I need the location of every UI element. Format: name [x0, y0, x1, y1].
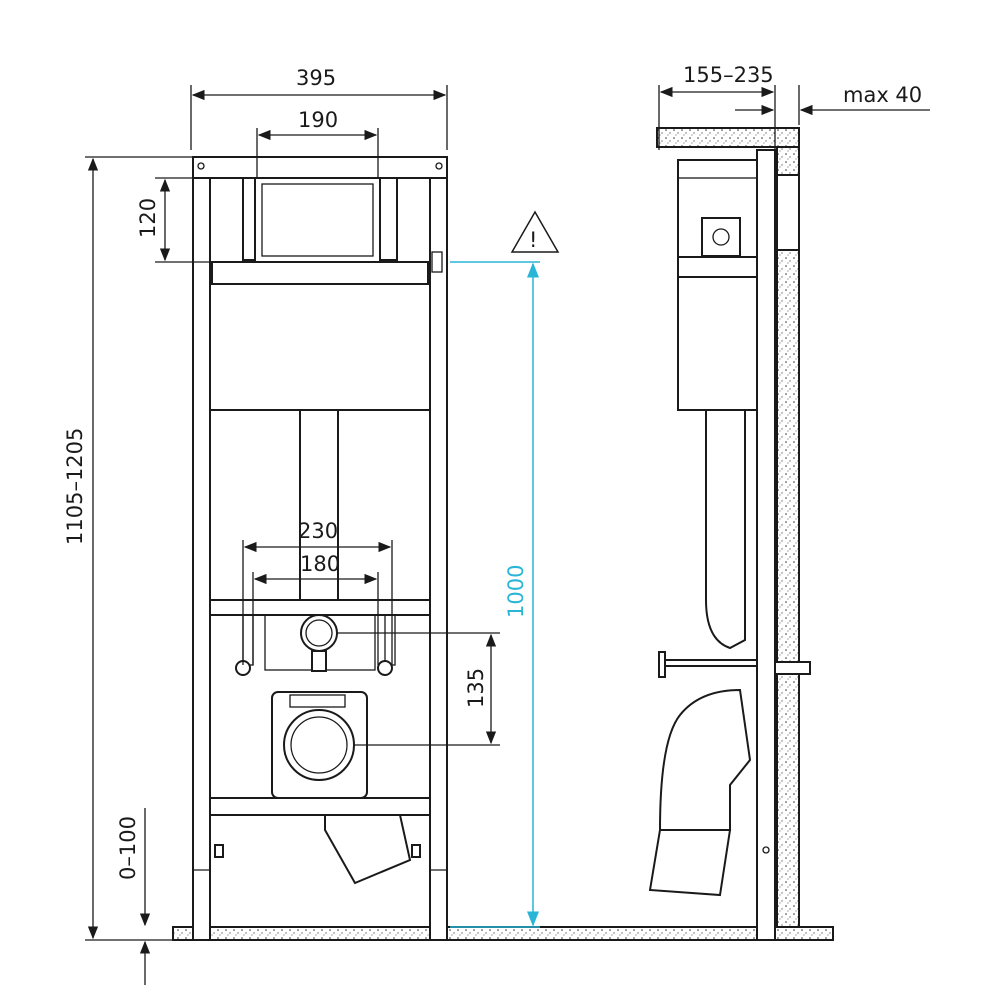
floor [172, 926, 834, 941]
warning-icon: ! [510, 210, 560, 253]
dim-395: 395 [296, 66, 336, 90]
drain-outlet [283, 709, 355, 781]
cistern-side [677, 159, 758, 411]
wall [656, 127, 800, 928]
dimension-lines [85, 85, 930, 985]
dim-135: 135 [464, 668, 488, 708]
dim-180: 180 [300, 552, 340, 576]
dim-max-40: max 40 [843, 83, 922, 107]
warning-mark: ! [529, 228, 537, 252]
height-1000-dimension [450, 261, 540, 928]
dim-1000: 1000 [504, 565, 528, 618]
dim-1105-1205: 1105–1205 [63, 428, 87, 545]
dim-190: 190 [298, 108, 338, 132]
side-view [648, 149, 811, 941]
flush-plate-opening [254, 177, 381, 263]
drain-bend [324, 814, 412, 885]
dim-120: 120 [136, 198, 160, 238]
dim-0-100: 0–100 [116, 816, 140, 880]
dim-230: 230 [298, 519, 338, 543]
front-frame [192, 156, 448, 941]
dim-155-235: 155–235 [683, 63, 774, 87]
